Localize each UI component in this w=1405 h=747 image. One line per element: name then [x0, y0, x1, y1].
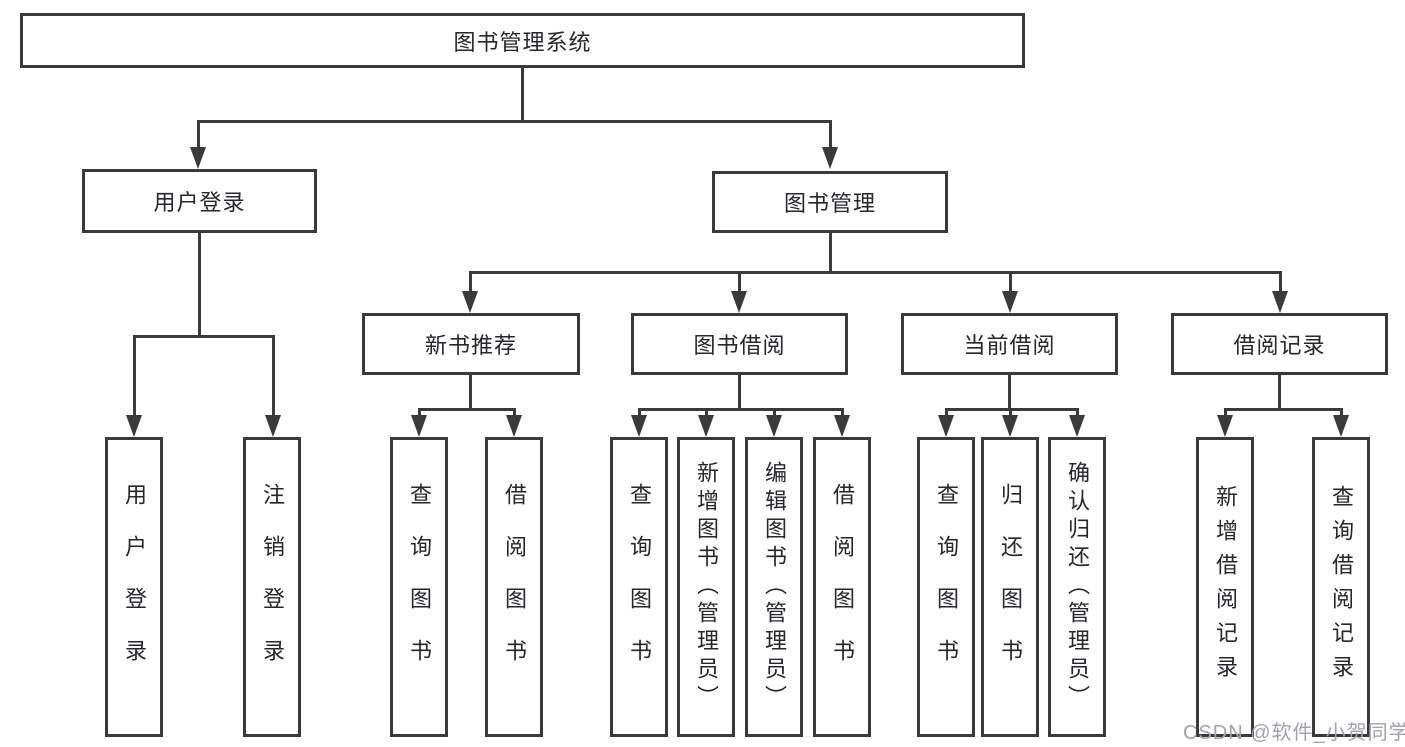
leaf-confirm-return-admin: 确认归还（管理员）	[1048, 437, 1106, 737]
connector-leaf-stub	[1339, 408, 1343, 417]
connector-book-management-rail	[469, 271, 1282, 274]
leaf-edit-books-admin: 编辑图书（管理员）	[745, 437, 803, 737]
arrow-down-icon	[938, 415, 954, 437]
connector-user-login-stem	[197, 231, 201, 337]
arrow-down-icon	[1217, 415, 1233, 437]
arrow-down-icon	[1272, 291, 1288, 313]
connector-leaf-stub	[512, 408, 516, 417]
connector-leaf-stub	[1075, 408, 1079, 417]
connector-borrow-records-rail	[1223, 408, 1343, 411]
connector-current-borrow-rail	[944, 408, 1079, 411]
connector-to-current-borrow	[1008, 271, 1012, 293]
connector-to-borrow-records	[1278, 271, 1282, 293]
leaf-logout-login: 注销登录	[243, 437, 301, 737]
connector-leaf-stub	[637, 408, 641, 417]
node-borrow-records: 借阅记录	[1171, 313, 1388, 375]
connector-to-leaf-user-login	[132, 335, 136, 417]
connector-root-rail	[197, 120, 832, 123]
leaf-query-books-borrow: 查询图书	[610, 437, 668, 737]
arrow-down-icon	[1069, 415, 1085, 437]
connector-book-borrow-stem	[738, 373, 741, 410]
connector-book-borrow-rail	[637, 408, 844, 411]
node-book-management: 图书管理	[712, 171, 948, 233]
arrow-down-icon	[631, 415, 647, 437]
node-library-management-system: 图书管理系统	[20, 13, 1025, 68]
connector-leaf-stub	[704, 408, 708, 417]
leaf-borrow-books: 借阅图书	[813, 437, 871, 737]
arrow-down-icon	[1002, 291, 1018, 313]
node-current-borrow: 当前借阅	[901, 313, 1118, 375]
connector-to-book-management	[828, 121, 832, 149]
arrow-down-icon	[1002, 415, 1018, 437]
connector-user-login-rail	[133, 335, 275, 338]
leaf-query-books-recommend: 查询图书	[390, 437, 448, 737]
watermark: CSDN @软件_小贺同学	[1183, 722, 1405, 744]
connector-leaf-stub	[944, 408, 948, 417]
connector-root-stem	[521, 66, 524, 123]
arrow-down-icon	[190, 147, 206, 169]
connector-leaf-stub	[1223, 408, 1227, 417]
leaf-return-books: 归还图书	[981, 437, 1039, 737]
connector-book-management-stem	[828, 231, 832, 273]
leaf-add-borrow-record: 新增借阅记录	[1196, 437, 1254, 737]
connector-leaf-stub	[772, 408, 776, 417]
arrow-down-icon	[506, 415, 522, 437]
arrow-down-icon	[698, 415, 714, 437]
arrow-down-icon	[766, 415, 782, 437]
node-book-borrow: 图书借阅	[631, 313, 848, 375]
connector-to-leaf-logout	[271, 335, 275, 417]
leaf-user-login: 用户登录	[105, 437, 163, 737]
arrow-down-icon	[462, 291, 478, 313]
node-user-login: 用户登录	[82, 169, 317, 233]
connector-to-new-book	[468, 271, 472, 293]
connector-leaf-stub	[840, 408, 844, 417]
node-new-book-recommend: 新书推荐	[362, 313, 580, 375]
connector-new-book-rail	[417, 408, 516, 411]
arrow-down-icon	[731, 291, 747, 313]
connector-leaf-stub	[417, 408, 421, 417]
connector-new-book-stem	[469, 373, 472, 410]
connector-to-user-login	[196, 121, 200, 149]
arrow-down-icon	[834, 415, 850, 437]
leaf-add-books-admin: 新增图书（管理员）	[677, 437, 735, 737]
connector-leaf-stub	[1008, 408, 1012, 417]
arrow-down-icon	[1333, 415, 1349, 437]
arrow-down-icon	[822, 147, 838, 169]
arrow-down-icon	[265, 415, 281, 437]
leaf-query-books-current: 查询图书	[917, 437, 975, 737]
connector-current-borrow-stem	[1008, 373, 1011, 410]
arrow-down-icon	[411, 415, 427, 437]
arrow-down-icon	[126, 415, 142, 437]
connector-to-book-borrow	[737, 271, 741, 293]
leaf-query-borrow-record: 查询借阅记录	[1312, 437, 1370, 737]
leaf-borrow-books-recommend: 借阅图书	[485, 437, 543, 737]
connector-borrow-records-stem	[1278, 373, 1281, 410]
